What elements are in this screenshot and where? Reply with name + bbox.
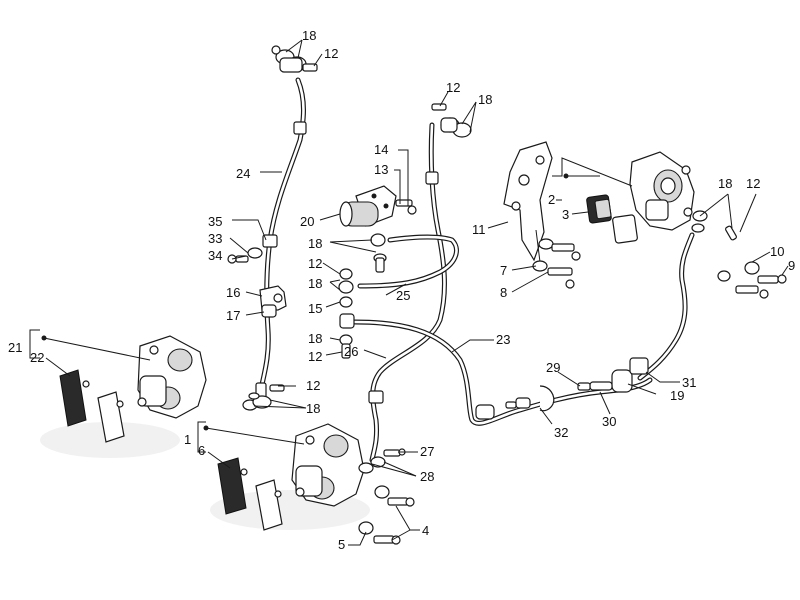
pressure-sensor-20: [339, 185, 397, 227]
callout-20: 20: [300, 214, 314, 229]
callout-16: 16: [226, 285, 240, 300]
callout-25: 25: [396, 288, 410, 303]
leader-lines: [29, 39, 789, 546]
callout-4: 4: [422, 523, 429, 538]
front-brake-pads-6: [217, 457, 283, 531]
callout-12-centre-a: 12: [308, 256, 322, 271]
callout-12-centre-b: 12: [308, 349, 322, 364]
brake-hose-right: [637, 232, 695, 381]
front-brake-pads-22: [59, 369, 125, 443]
rear-brake-caliper-2: [629, 151, 695, 231]
callout-19: 19: [670, 388, 684, 403]
callout-labels: 18 12 12 18 14 13 24 20 35 33 34 18 12 1…: [8, 28, 795, 552]
banjo-bottom-left: [242, 384, 285, 411]
callout-6: 6: [198, 443, 205, 458]
callout-7: 7: [500, 263, 507, 278]
rear-brake-pads-3: [586, 194, 638, 244]
callout-12-left-bottom: 12: [306, 378, 320, 393]
callout-14: 14: [374, 142, 388, 157]
callout-2: 2: [548, 192, 555, 207]
callout-31: 31: [682, 375, 696, 390]
sensor-ring-32: [475, 385, 555, 420]
callout-18-top-left: 18: [302, 28, 316, 43]
callout-15: 15: [308, 301, 322, 316]
callout-18-centre-b: 18: [308, 276, 322, 291]
callout-33: 33: [208, 231, 222, 246]
banjo-stack-centre: [338, 233, 387, 359]
callout-27: 27: [420, 444, 434, 459]
callout-5: 5: [338, 537, 345, 552]
callout-29: 29: [546, 360, 560, 375]
front-brake-caliper-1: [291, 423, 365, 507]
callout-35: 35: [208, 214, 222, 229]
callout-24: 24: [236, 166, 250, 181]
bolt-4-5: [358, 485, 415, 545]
banjo-top-left: [271, 45, 318, 73]
callout-32: 32: [554, 425, 568, 440]
callout-18-top-centre: 18: [478, 92, 492, 107]
brake-hose-24: [255, 77, 307, 400]
bolt-34: [227, 247, 263, 264]
abs-sensor-connector: [577, 357, 649, 393]
callout-12-right: 12: [746, 176, 760, 191]
callout-26: 26: [344, 344, 358, 359]
callout-13: 13: [374, 162, 388, 177]
callout-8: 8: [500, 285, 507, 300]
callout-28: 28: [420, 469, 434, 484]
banjo-caliper-centre: [358, 448, 406, 474]
banjo-top-centre: [431, 103, 472, 138]
front-brake-caliper-21: [137, 335, 207, 419]
callout-30: 30: [602, 414, 616, 429]
callout-3: 3: [562, 207, 569, 222]
callout-9: 9: [788, 258, 795, 273]
callout-18-centre-c: 18: [308, 331, 322, 346]
callout-17: 17: [226, 308, 240, 323]
callout-1: 1: [184, 432, 191, 447]
brake-hose-25: [357, 234, 459, 289]
callout-21: 21: [8, 340, 22, 355]
callout-18-centre-a: 18: [308, 236, 322, 251]
bolt-7-8: [532, 238, 581, 289]
callout-34: 34: [208, 248, 222, 263]
bolt-9-10: [717, 261, 787, 299]
bolt-13: [395, 199, 417, 215]
callout-12-top-left: 12: [324, 46, 338, 61]
caliper-bracket-11: [503, 141, 553, 263]
callout-23: 23: [496, 332, 510, 347]
hose-clamp-16: [259, 285, 287, 318]
callout-18-right: 18: [718, 176, 732, 191]
callout-10: 10: [770, 244, 784, 259]
callout-12-top-centre: 12: [446, 80, 460, 95]
callout-11: 11: [472, 222, 486, 237]
callout-22: 22: [30, 350, 44, 365]
callout-18-left-bottom: 18: [306, 401, 320, 416]
